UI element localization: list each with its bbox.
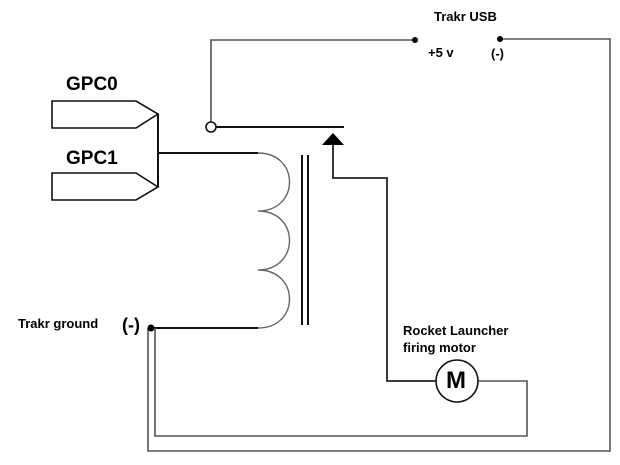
gpc0-connector — [51, 100, 160, 129]
plus-5v-label: +5 v — [428, 45, 454, 60]
motor-title-line2: firing motor — [403, 340, 476, 355]
ground-negative-label: (-) — [122, 315, 140, 335]
trakr-usb-label: Trakr USB — [434, 9, 497, 24]
ground-return-outer-wire — [147, 38, 611, 452]
ground-return-inner-wire — [154, 328, 528, 437]
motor-title-line1: Rocket Launcher — [403, 323, 509, 338]
usb-negative-label: (-) — [491, 46, 504, 61]
trakr-ground-label: Trakr ground — [18, 316, 99, 331]
gpc1-connector — [51, 172, 160, 201]
relay-coil — [257, 152, 291, 329]
ground-terminal-dot — [147, 324, 155, 332]
gpc0-label: GPC0 — [66, 74, 118, 95]
switch-to-motor-wire — [332, 145, 436, 382]
switch-contact-arrow — [322, 133, 344, 145]
motor-letter: M — [446, 367, 466, 394]
usb-negative-terminal-dot — [497, 36, 503, 42]
plus5v-terminal-dot — [412, 37, 418, 43]
plus5v-wire — [210, 39, 415, 122]
switch-pivot — [205, 121, 217, 133]
gpc1-label: GPC1 — [66, 148, 118, 169]
motor-symbol — [435, 359, 479, 403]
